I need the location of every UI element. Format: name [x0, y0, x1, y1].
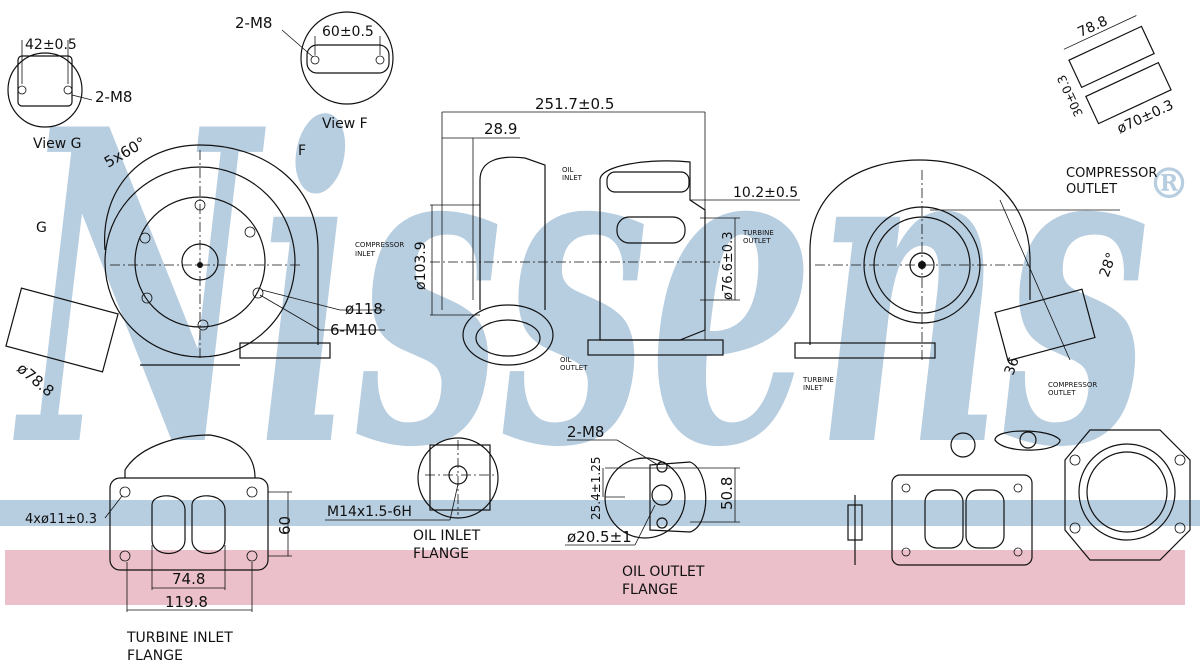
view-f: 60±0.5 2-M8 View F — [235, 11, 394, 132]
oil-outlet-span: 50.8 — [718, 477, 736, 510]
view-g: 42±0.5 2-M8 View G — [7, 37, 132, 152]
tif-inner: 74.8 — [172, 570, 205, 588]
view-g-dim: 42±0.5 — [25, 37, 77, 53]
front-bolts: 6-M10 — [330, 321, 377, 339]
oil-outlet-dia: ø20.5±1 — [567, 528, 632, 546]
gaskets — [847, 429, 1191, 566]
side-flange-thk: 10.2±0.5 — [733, 185, 798, 201]
view-f-dim: 60±0.5 — [322, 24, 374, 40]
side-offset: 28.9 — [484, 120, 517, 138]
oil-outlet-thread: 2-M8 — [567, 423, 604, 441]
f-marker: F — [298, 143, 306, 159]
g-marker: G — [36, 220, 47, 236]
side-view: 251.7±0.5 28.9 ø103.9 10.2±0.5 ø76.6±0.3… — [355, 95, 800, 372]
right-angle: 28° — [1097, 251, 1121, 280]
view-g-thread: 2-M8 — [95, 88, 132, 106]
side-dia-inlet: ø103.9 — [413, 241, 429, 290]
blue-band — [0, 500, 1200, 526]
oil-outlet-pitch: 25.4±1.25 — [589, 457, 603, 521]
view-f-thread: 2-M8 — [235, 14, 272, 32]
tif-outer: 119.8 — [165, 593, 208, 611]
tif-holes: 4xø11±0.3 — [25, 512, 97, 527]
view-f-label: View F — [322, 116, 368, 132]
pink-band — [5, 550, 1185, 605]
right-dim: 36 — [1002, 355, 1023, 377]
front-dia-bolt: ø118 — [345, 300, 383, 318]
tif-height: 60 — [276, 516, 294, 535]
oil-inlet-thread: M14x1.5-6H — [327, 504, 412, 520]
registered-mark: ® — [1148, 159, 1190, 208]
side-length: 251.7±0.5 — [535, 95, 614, 113]
side-dia-outlet: ø76.6±0.3 — [721, 232, 736, 300]
nissens-watermark: Nissens — [12, 37, 1150, 542]
view-g-label: View G — [33, 136, 82, 152]
